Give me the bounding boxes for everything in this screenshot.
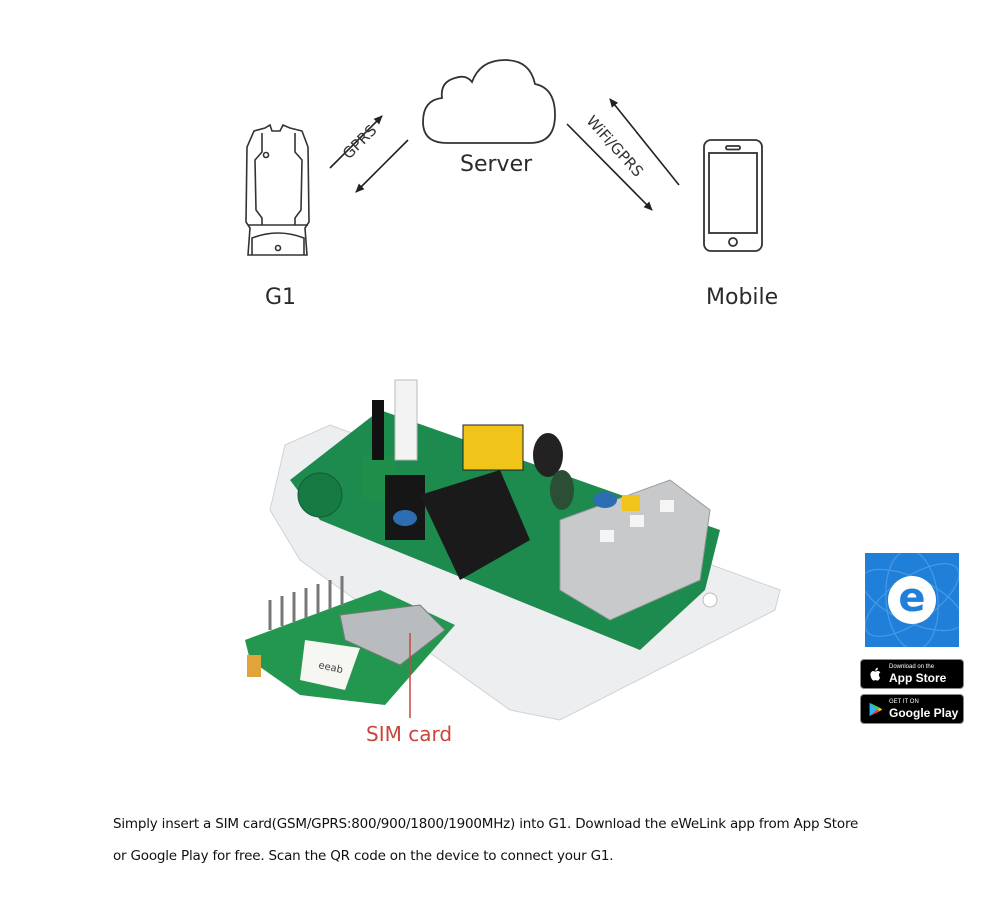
sim-sticker-text: eeab xyxy=(317,660,344,676)
app-store-badge[interactable]: Download on the App Store xyxy=(860,659,964,689)
g1-label: G1 xyxy=(265,285,297,310)
server-label: Server xyxy=(460,152,533,177)
uplink-arrow xyxy=(329,115,383,169)
ewelink-logo: e xyxy=(888,576,936,624)
sim-card-label: SIM card xyxy=(366,722,453,746)
google-play-text: Google Play xyxy=(889,705,959,720)
app-store-text: App Store xyxy=(889,670,947,685)
mobile-label: Mobile xyxy=(706,285,779,310)
ewelink-app-icon[interactable]: e xyxy=(865,553,959,647)
mobile-phone-icon xyxy=(703,139,763,252)
google-play-small-text: GET IT ON xyxy=(889,698,919,705)
product-photo xyxy=(245,379,781,721)
downlink-arrow xyxy=(355,139,409,193)
apple-icon xyxy=(870,667,881,681)
mobile-uplink-arrow xyxy=(609,98,680,186)
google-play-icon xyxy=(869,702,883,716)
cloud-server-icon xyxy=(422,59,556,144)
mobile-downlink-arrow xyxy=(566,123,653,211)
caption-line-1: Simply insert a SIM card(GSM/GPRS:800/90… xyxy=(113,816,859,832)
google-play-badge[interactable]: GET IT ON Google Play xyxy=(860,694,964,724)
caption-line-2: or Google Play for free. Scan the QR cod… xyxy=(113,848,614,864)
g1-device-icon xyxy=(245,123,310,256)
app-store-small-text: Download on the xyxy=(889,663,935,670)
